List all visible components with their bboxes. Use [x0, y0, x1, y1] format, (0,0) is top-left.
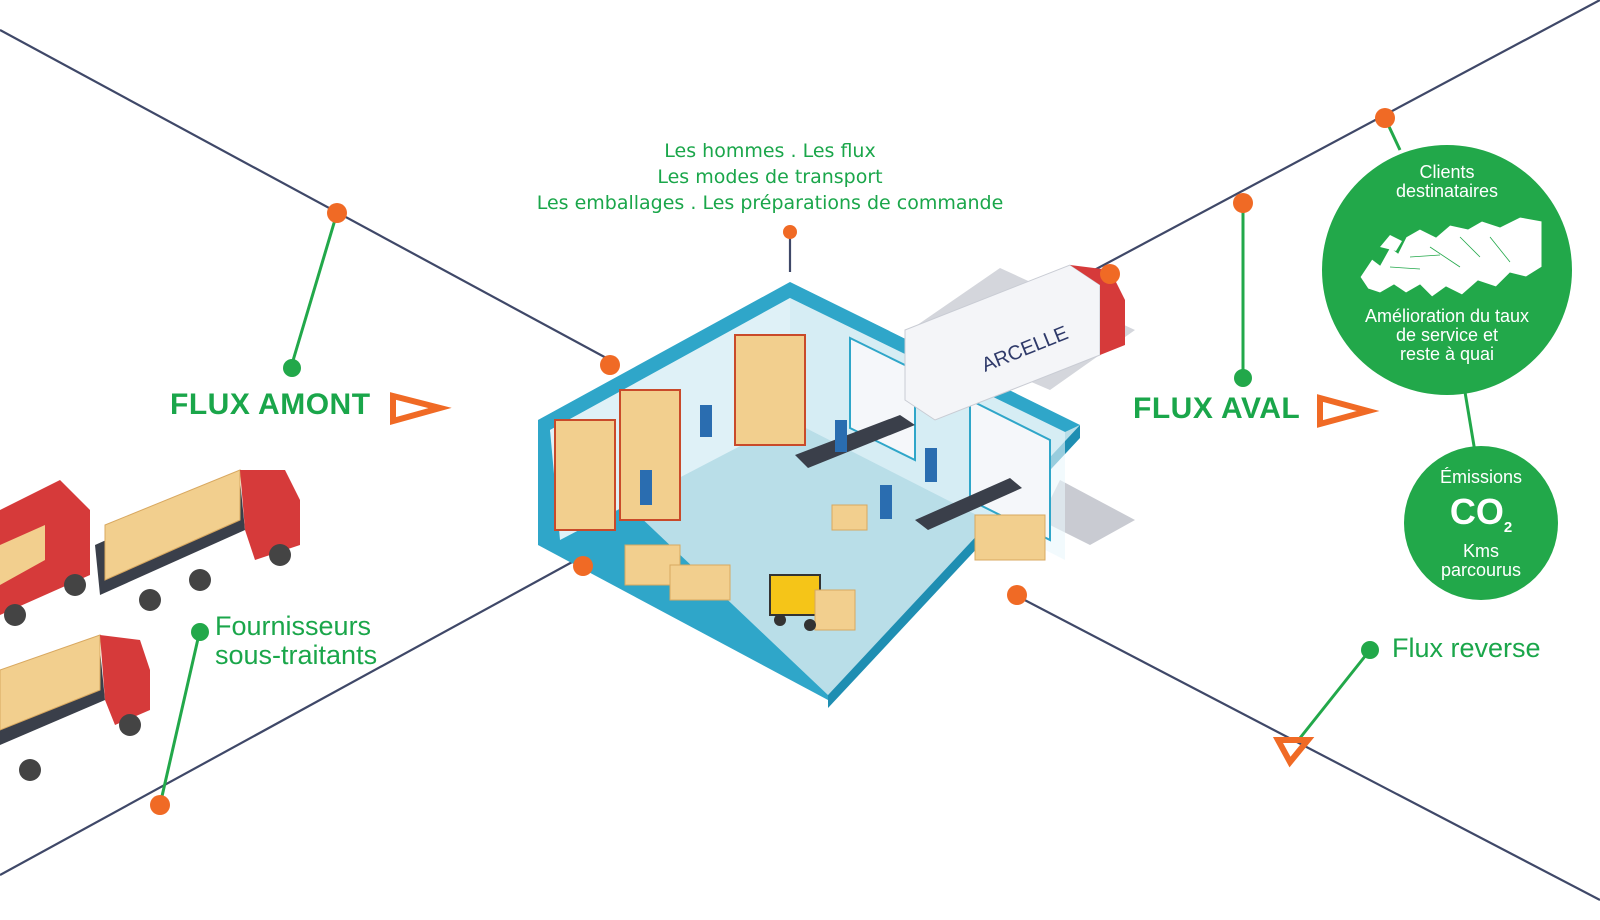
fournisseurs-line-2: sous-traitants	[215, 640, 378, 670]
fournisseurs-label: Fournisseurs sous-traitants	[215, 612, 377, 670]
flux-aval-label: FLUX AVAL	[1133, 392, 1301, 425]
flux-amont-label: FLUX AMONT	[170, 388, 371, 421]
clients-line-2: destinataires	[1395, 181, 1499, 201]
line-upper-right	[1084, 0, 1600, 276]
line-lower-left	[0, 554, 586, 876]
emissions-line-2: Kms	[1463, 541, 1499, 561]
warehouse-illustration: ARCELLE	[538, 264, 1135, 708]
clients-line-5: reste à quai	[1399, 344, 1495, 364]
orange-nodes	[150, 108, 1395, 815]
co2-subscript: 2	[1503, 519, 1513, 537]
emissions-line-3: parcourus	[1440, 560, 1522, 580]
fournisseurs-line-1: Fournisseurs	[215, 611, 372, 641]
flux-aval-arrow-icon	[1317, 394, 1380, 428]
green-connectors	[158, 117, 1477, 806]
flow-lines	[0, 0, 1600, 901]
top-text-line-2: Les modes de transport	[657, 166, 883, 188]
flux-reverse-label: Flux reverse	[1392, 633, 1541, 663]
top-text-line-3: Les emballages . Les préparations de com…	[536, 192, 1004, 214]
truck-icon: ARCELLE	[904, 264, 1125, 421]
clients-line-4: de service et	[1395, 325, 1499, 345]
top-text-line-1: Les hommes . Les flux	[664, 140, 876, 162]
europe-map-icon	[1359, 216, 1543, 298]
clients-line-3: Amélioration du taux	[1364, 306, 1530, 326]
clients-line-1: Clients	[1419, 162, 1475, 182]
line-lower-right	[1014, 594, 1600, 901]
flux-amont-arrow-icon	[390, 392, 452, 425]
clients-circle: Clients destinataires Amélioration du ta…	[1322, 145, 1572, 395]
forklift-icon	[769, 574, 856, 631]
co2-text: CO	[1449, 491, 1504, 532]
emissions-line-1: Émissions	[1439, 467, 1523, 487]
emissions-circle: Émissions CO2 Kms parcourus	[1404, 446, 1558, 600]
line-upper-left	[0, 29, 611, 361]
co2-label: CO2	[1404, 494, 1558, 546]
top-text-block: Les hommes . Les flux Les modes de trans…	[520, 138, 1020, 216]
supplier-trucks	[0, 469, 300, 781]
green-nodes	[191, 359, 1379, 659]
triangle-arrow-icon	[390, 392, 1380, 768]
flux-reverse-arrow-icon	[1272, 737, 1315, 768]
